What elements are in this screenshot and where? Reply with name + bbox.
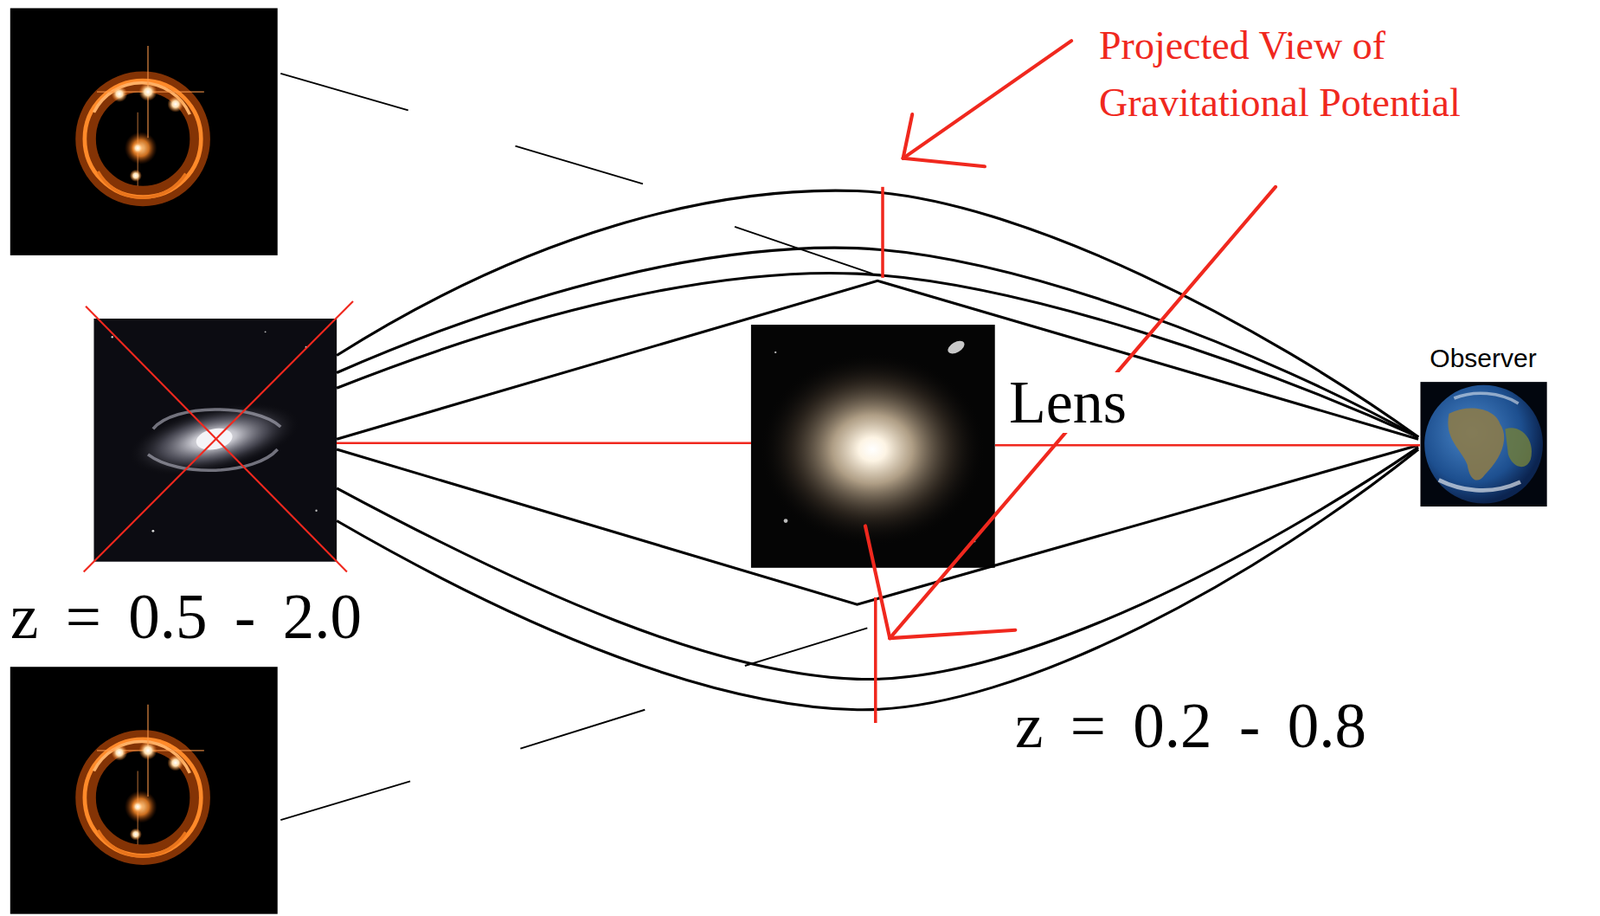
observer-label: Observer xyxy=(1429,345,1536,372)
lens-label: Lens xyxy=(1003,372,1132,433)
image-leader-lines-part xyxy=(280,73,408,110)
source-galaxy-image-part xyxy=(151,529,155,533)
lensed-image-top xyxy=(10,7,278,255)
callout-arrows-part xyxy=(889,629,1016,638)
callout-arrows-part xyxy=(903,158,985,167)
lens-galaxy-image-part xyxy=(758,351,987,547)
lens-galaxy-image-part xyxy=(774,351,777,354)
source-galaxy-image-part xyxy=(119,388,309,490)
lens-galaxy-image-part xyxy=(783,518,789,523)
earth-image xyxy=(1420,381,1547,507)
observer-earth: Observer xyxy=(1420,381,1547,507)
earth-image-part xyxy=(1453,392,1518,404)
source-cross-out xyxy=(83,301,354,572)
line-of-sight xyxy=(995,443,1421,446)
lens-galaxy-image xyxy=(751,324,996,568)
image-leader-lines-part xyxy=(734,226,873,274)
source-galaxy: z = 0.5 - 2.0 xyxy=(93,318,337,561)
source-galaxy-image-part xyxy=(193,424,234,453)
source-galaxy-image-part xyxy=(264,330,267,333)
lens-galaxy-image-part xyxy=(945,338,967,357)
light-rays-part xyxy=(336,280,1419,439)
source-galaxy-image-part xyxy=(111,335,114,338)
light-rays-part xyxy=(336,272,1419,437)
light-rays-part xyxy=(336,190,1419,437)
lens-galaxy: Lens xyxy=(751,324,996,568)
light-rays xyxy=(336,190,1419,710)
callout-arrows xyxy=(865,40,1276,638)
image-leader-lines-part xyxy=(280,780,411,820)
light-rays-part xyxy=(336,247,1419,437)
line-of-sight xyxy=(336,442,752,444)
callout-text: Projected View of Gravitational Potentia… xyxy=(1098,17,1584,132)
earth-image-part xyxy=(1504,427,1532,467)
image-leader-lines xyxy=(280,73,873,820)
potential-ticks-part xyxy=(880,186,885,278)
callout-arrows-part xyxy=(903,114,913,159)
callout-arrows-part xyxy=(865,525,890,638)
lens-redshift: z = 0.2 - 0.8 xyxy=(1015,693,1367,758)
image-leader-lines-part xyxy=(520,709,645,749)
source-galaxy-image-part xyxy=(314,509,317,512)
lensed-image-bottom-part xyxy=(10,666,278,913)
light-rays-part xyxy=(336,449,1419,710)
source-galaxy-image-part xyxy=(153,409,281,429)
image-leader-lines-part xyxy=(745,627,868,666)
source-cross-out-part xyxy=(83,301,354,572)
callout-arrows-part xyxy=(903,40,1073,159)
earth-image-part xyxy=(1447,408,1504,481)
earth-image-part xyxy=(1420,381,1547,507)
lens-galaxy-image-part xyxy=(751,324,996,568)
potential-ticks-part xyxy=(873,597,878,723)
image-leader-lines-part xyxy=(515,146,643,185)
potential-ticks xyxy=(875,186,883,723)
earth-image-part xyxy=(1439,479,1521,490)
lensed-image-top-part xyxy=(10,7,278,255)
source-galaxy-image-part xyxy=(147,449,278,470)
earth-image-part xyxy=(1424,385,1543,504)
callout-arrows-part xyxy=(889,186,1276,638)
lensed-image-bottom xyxy=(10,666,278,913)
source-redshift: z = 0.5 - 2.0 xyxy=(10,584,362,649)
